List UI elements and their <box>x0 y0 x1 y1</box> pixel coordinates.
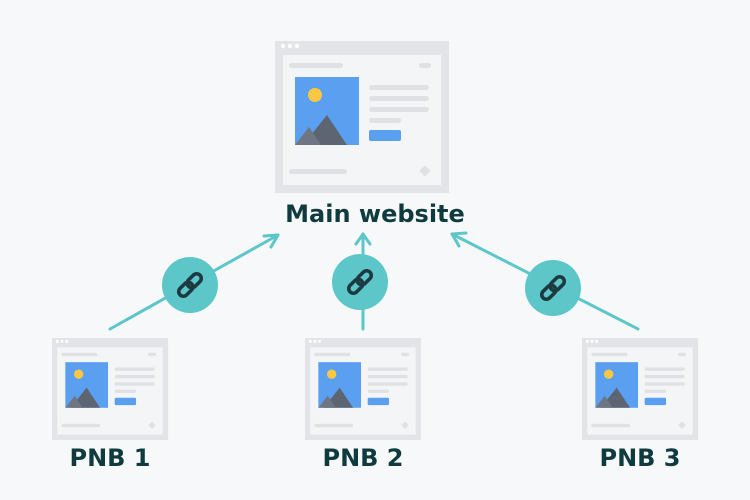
chain-link-badge-2 <box>332 254 388 310</box>
pnb-1-window <box>52 338 169 440</box>
browser-window-icon <box>275 41 449 193</box>
browser-window-icon <box>52 338 169 440</box>
chain-link-badge-1 <box>162 257 218 313</box>
pnb-1-label: PNB 1 <box>69 444 151 472</box>
chain-link-badge-3 <box>525 260 581 316</box>
main-website-label: Main website <box>285 200 465 228</box>
main-website-window <box>275 41 449 193</box>
browser-window-icon <box>305 338 422 440</box>
pnb-2-label: PNB 2 <box>322 444 404 472</box>
browser-window-icon <box>582 338 699 440</box>
pnb-2-window <box>305 338 422 440</box>
pnb-3-window <box>582 338 699 440</box>
pnb-3-label: PNB 3 <box>599 444 681 472</box>
